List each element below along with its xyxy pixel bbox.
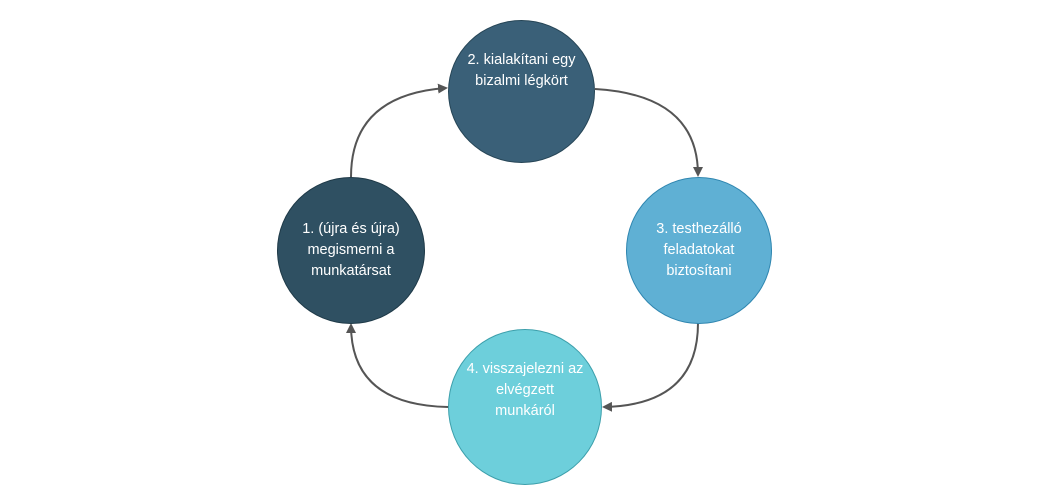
step-1-node: 1. (újra és újra) megismerni a munkatárs… [277, 177, 425, 324]
step-1-label: 1. (újra és újra) megismerni a munkatárs… [302, 221, 400, 279]
step-3-label: 3. testhezálló feladatokat biztosítani [656, 221, 742, 279]
step-4-label: 4. visszajelezni az elvégzett munkáról [466, 360, 584, 419]
step-2-label: 2. kialakítani egy bizalmi légkört [467, 51, 576, 89]
step-2-node: 2. kialakítani egy bizalmi légkört [448, 20, 595, 163]
arrow-4-to-1 [346, 323, 449, 408]
step-3-node: 3. testhezálló feladatokat biztosítani [626, 177, 772, 324]
arrow-1-to-2 [350, 83, 448, 178]
arrow-2-to-3 [594, 88, 703, 177]
arrow-3-to-4 [602, 322, 699, 412]
step-4-node: 4. visszajelezni az elvégzett munkáról [448, 329, 602, 485]
